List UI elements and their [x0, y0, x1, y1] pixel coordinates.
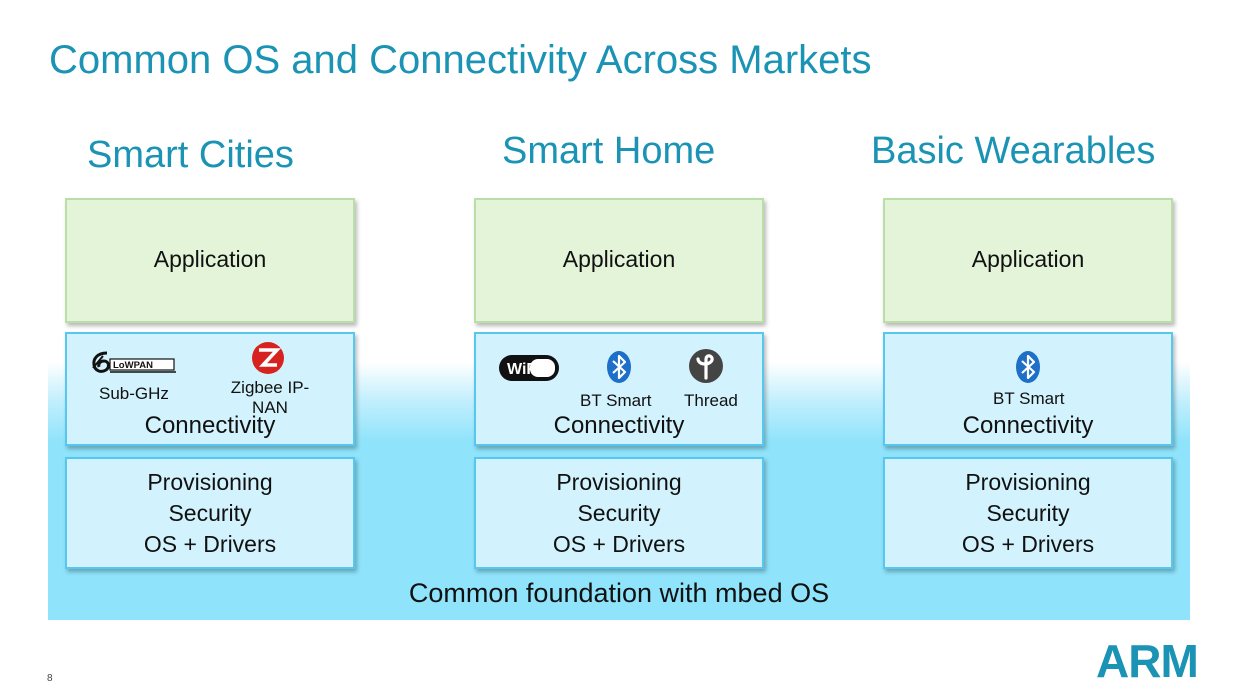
- zigbee-logo-icon: [251, 341, 285, 380]
- page-number: 8: [47, 673, 53, 684]
- arm-logo: ARM: [1096, 635, 1199, 687]
- security-label: Security: [986, 500, 1070, 526]
- foundation-box-smart-cities: Provisioning Security OS + Drivers: [65, 457, 355, 569]
- wifi-logo-icon: WiFi: [498, 354, 560, 387]
- tech-label-bt-smart: BT Smart: [580, 391, 652, 410]
- application-box-basic-wearables: Application: [883, 198, 1173, 323]
- thread-logo-icon: [688, 348, 724, 389]
- connectivity-label: Connectivity: [144, 412, 276, 439]
- svg-text:WiFi: WiFi: [507, 361, 541, 378]
- application-label: Application: [562, 246, 676, 272]
- application-box-smart-cities: Application: [65, 198, 355, 323]
- application-label: Application: [971, 246, 1085, 272]
- market-heading-smart-cities: Smart Cities: [87, 134, 294, 176]
- connectivity-box-smart-home: WiFi BT Smart Thread Connectivity: [474, 332, 764, 446]
- foundation-label: Common foundation with mbed OS: [408, 578, 830, 608]
- provisioning-label: Provisioning: [147, 469, 273, 495]
- connectivity-label: Connectivity: [962, 412, 1094, 439]
- connectivity-box-basic-wearables: BT Smart Connectivity: [883, 332, 1173, 446]
- provisioning-label: Provisioning: [965, 469, 1091, 495]
- bluetooth-icon: [1015, 350, 1041, 389]
- foundation-box-basic-wearables: Provisioning Security OS + Drivers: [883, 457, 1173, 569]
- os-drivers-label: OS + Drivers: [961, 531, 1095, 557]
- connectivity-box-smart-cities: LoWPAN Sub-GHz Zigbee IP-NAN Connectivit…: [65, 332, 355, 446]
- tech-label-bt-smart: BT Smart: [993, 389, 1065, 408]
- market-heading-smart-home: Smart Home: [502, 130, 716, 172]
- security-label: Security: [168, 500, 252, 526]
- foundation-box-smart-home: Provisioning Security OS + Drivers: [474, 457, 764, 569]
- slide-title: Common OS and Connectivity Across Market…: [49, 38, 872, 82]
- os-drivers-label: OS + Drivers: [552, 531, 686, 557]
- svg-text:LoWPAN: LoWPAN: [113, 360, 153, 371]
- application-box-smart-home: Application: [474, 198, 764, 323]
- os-drivers-label: OS + Drivers: [143, 531, 277, 557]
- market-heading-basic-wearables: Basic Wearables: [871, 130, 1156, 172]
- tech-label-sub-ghz: Sub-GHz: [99, 384, 169, 403]
- tech-label-thread: Thread: [684, 391, 738, 410]
- bluetooth-icon: [606, 350, 632, 389]
- connectivity-label: Connectivity: [553, 412, 685, 439]
- provisioning-label: Provisioning: [556, 469, 682, 495]
- 6lowpan-logo-icon: LoWPAN: [91, 350, 181, 381]
- security-label: Security: [577, 500, 661, 526]
- application-label: Application: [153, 246, 267, 272]
- tech-label-zigbee: Zigbee IP-NAN: [230, 378, 310, 417]
